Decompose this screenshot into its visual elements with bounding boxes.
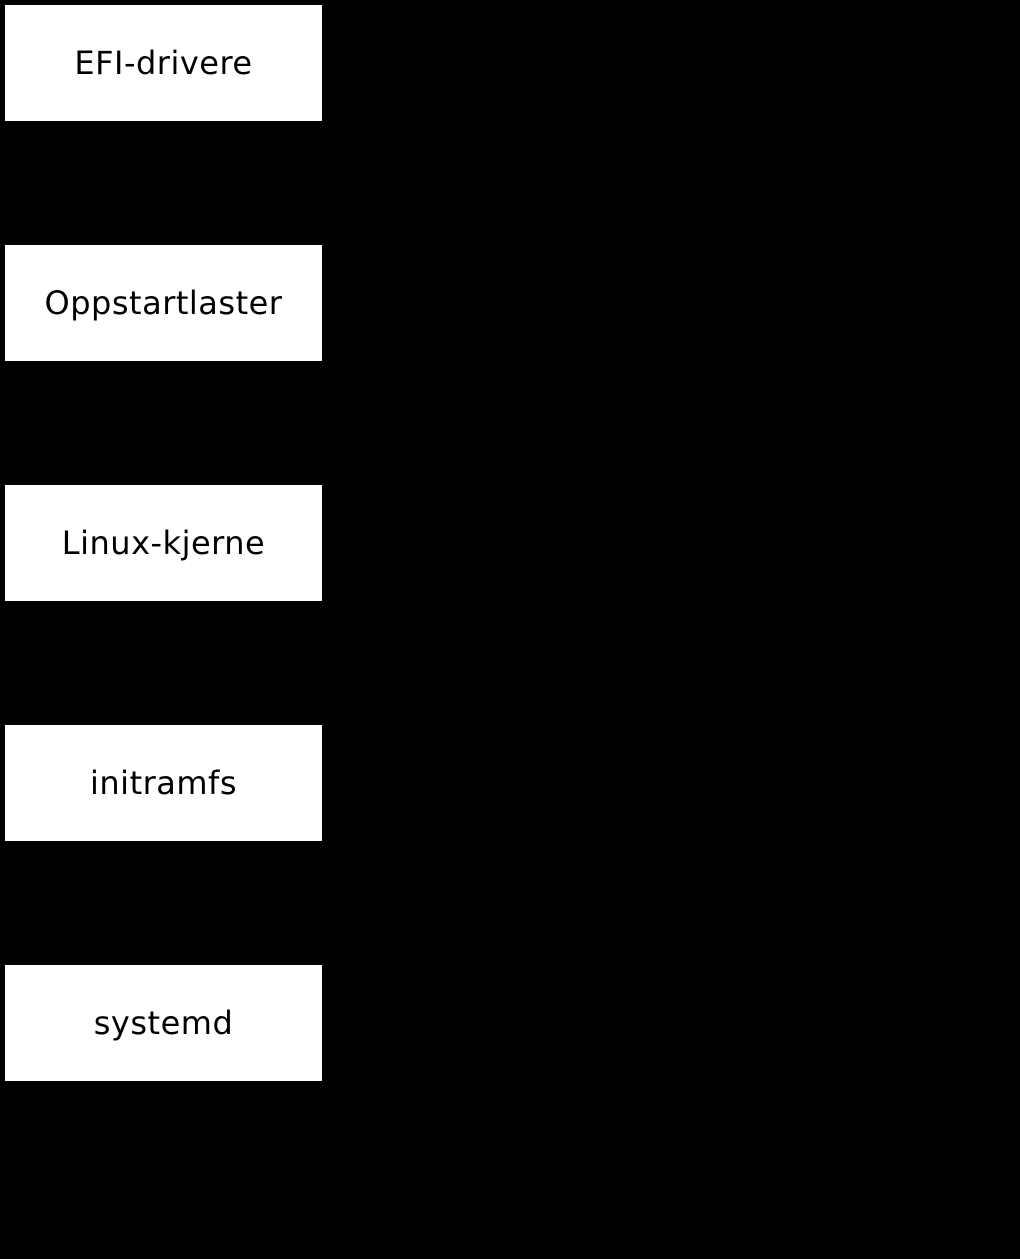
diagram-node: EFI-drivere [5, 5, 322, 121]
diagram-node: Oppstartlaster [5, 245, 322, 361]
node-label: EFI-drivere [74, 44, 253, 82]
node-label: initramfs [90, 764, 237, 802]
node-label: Oppstartlaster [44, 284, 283, 322]
diagram-node: Linux-kjerne [5, 485, 322, 601]
node-label: Linux-kjerne [61, 524, 266, 562]
node-label: systemd [93, 1004, 234, 1042]
diagram-node: initramfs [5, 725, 322, 841]
diagram-node: systemd [5, 965, 322, 1081]
